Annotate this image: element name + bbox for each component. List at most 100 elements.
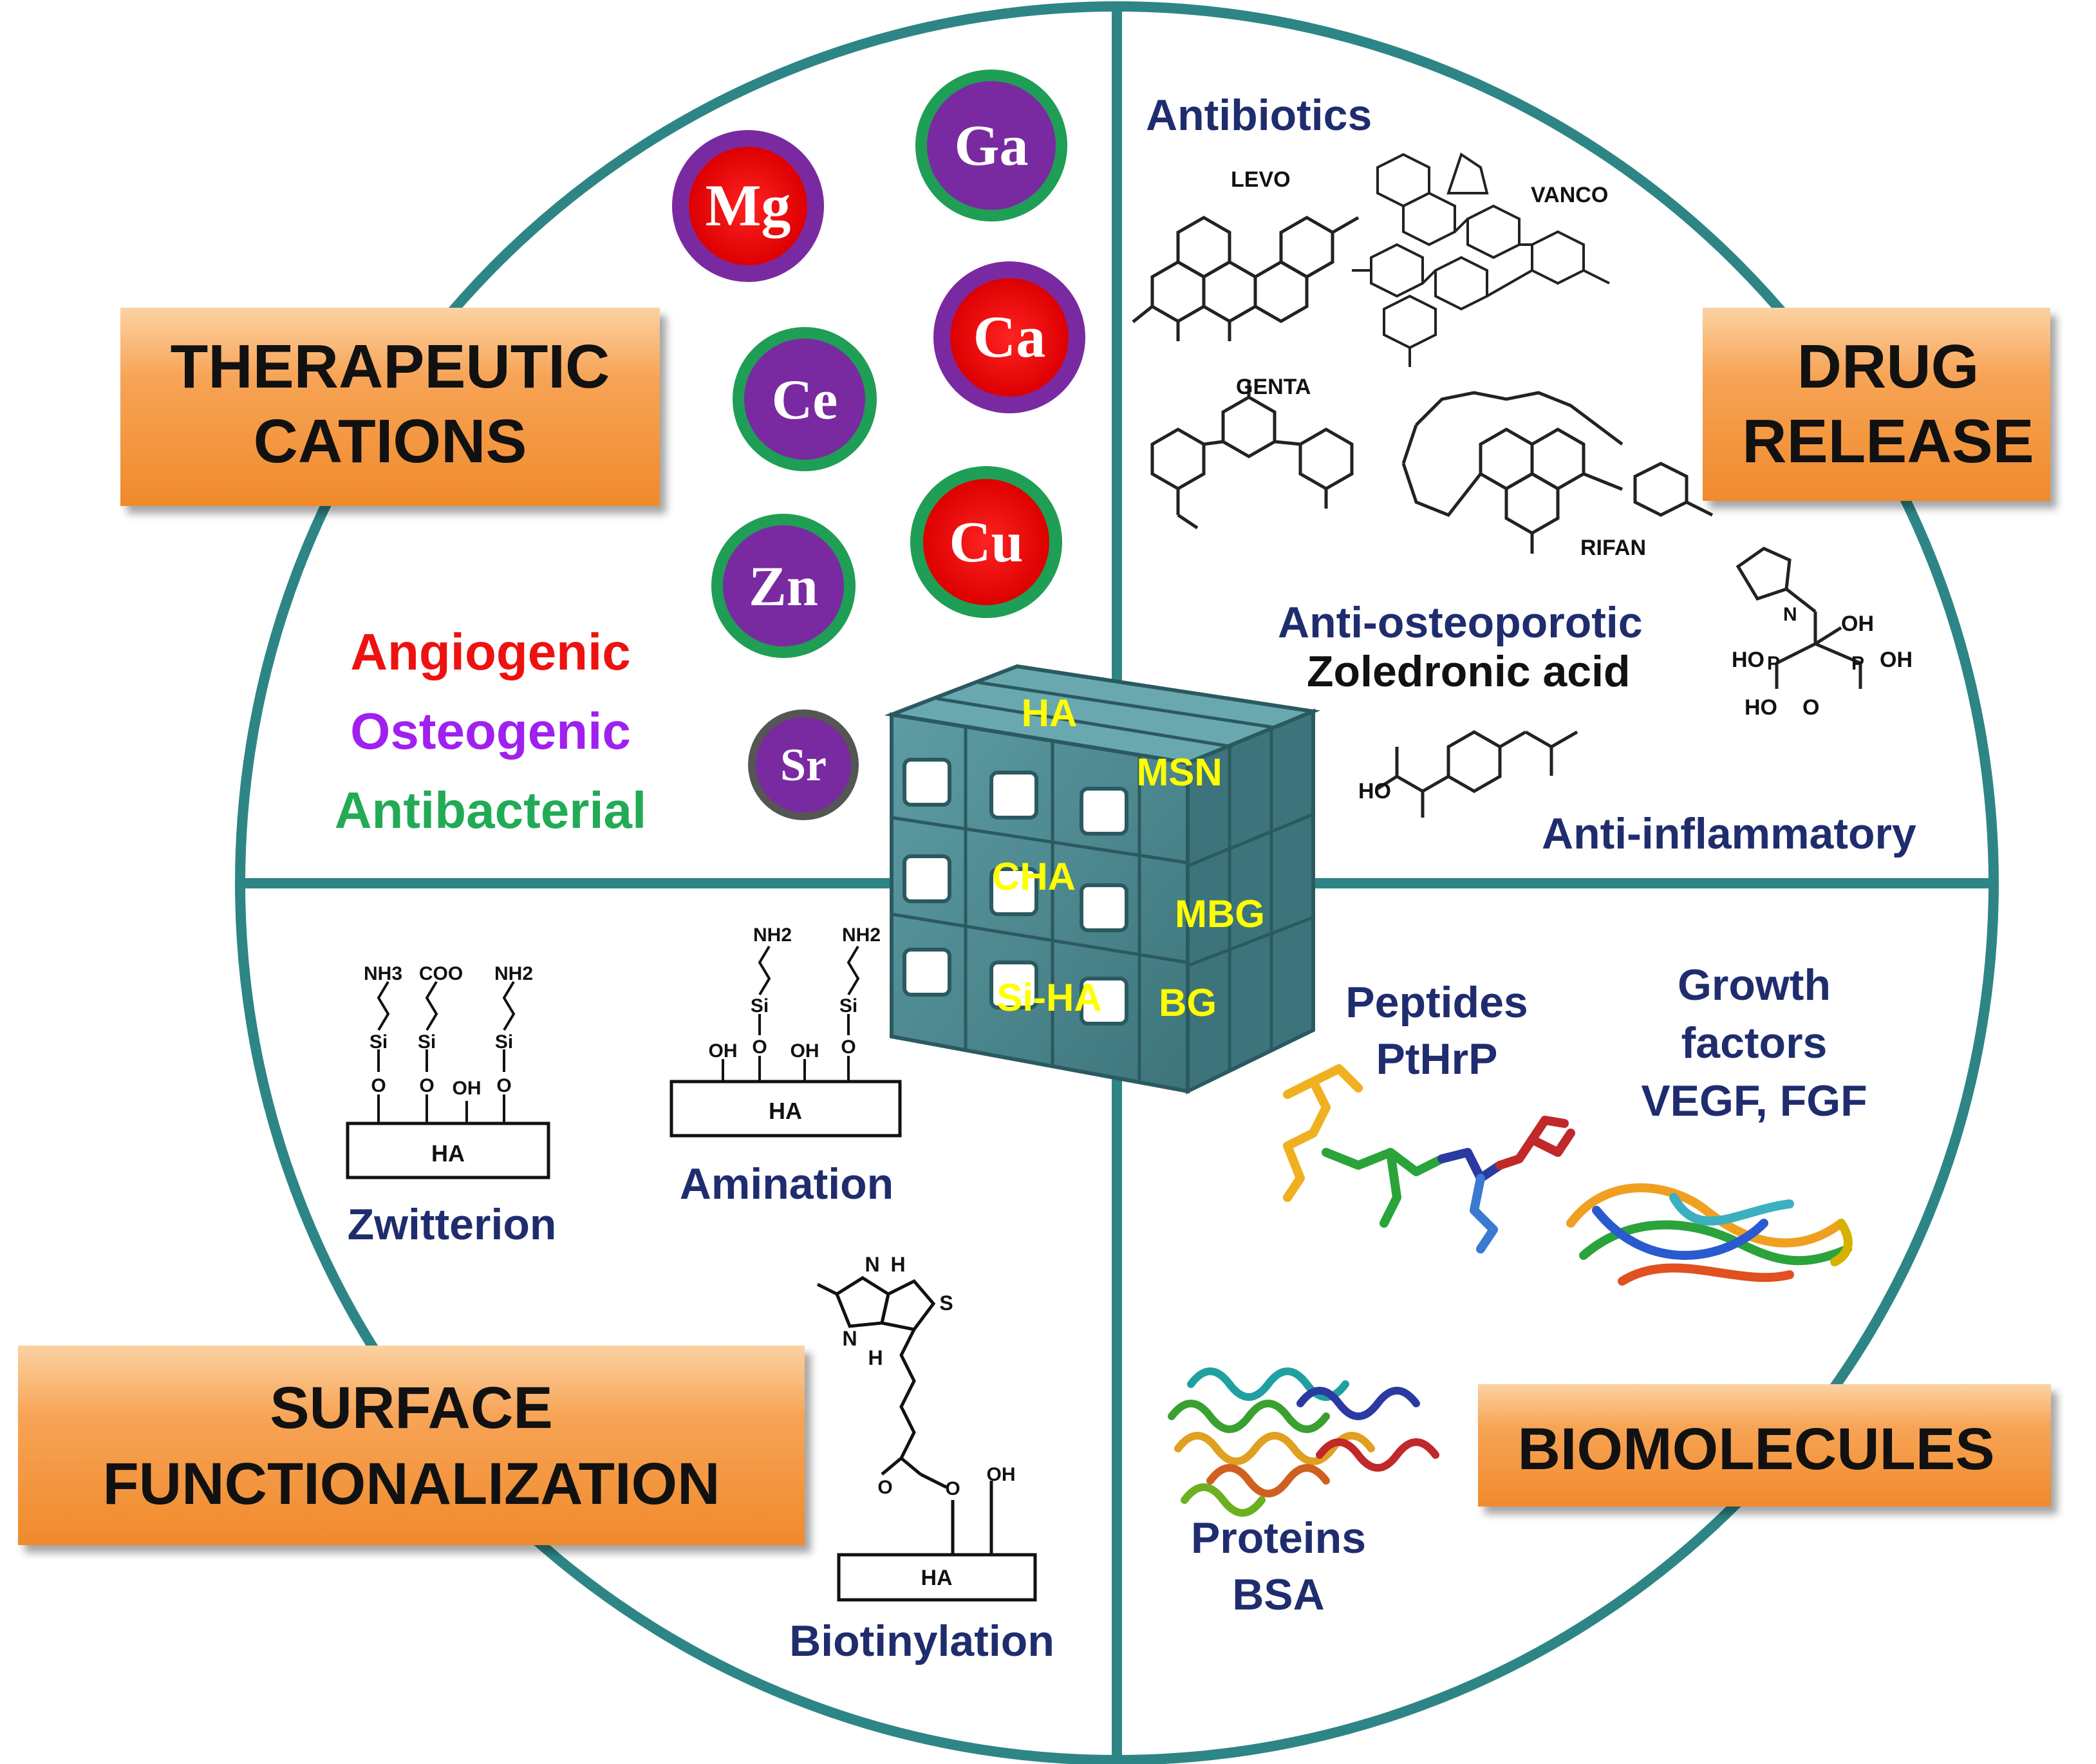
zoledronic-n-label: N <box>1783 604 1797 625</box>
anti-inflammatory-label: Anti-inflammatory <box>1542 809 1916 858</box>
biotin-oh: OH <box>987 1464 1016 1485</box>
biotinylation-label: Biotinylation <box>789 1617 1054 1665</box>
zoledronic-ho-label: HO <box>1732 648 1764 672</box>
cation-cu-label: Cu <box>949 511 1023 574</box>
bsa-label: BSA <box>1232 1570 1325 1619</box>
peptide-model <box>1283 1064 1575 1253</box>
amination-structure: HA OH OH O O Si Si NH2 NH2 <box>669 924 902 1138</box>
zoledronic-acid-structure <box>1736 547 1862 689</box>
proteins-label: Proteins <box>1191 1514 1366 1562</box>
zoledronic-oh2-label: OH <box>1880 648 1913 672</box>
amination-nh2-2: NH2 <box>842 924 881 946</box>
zwitterion-structure: HA O O O OH Si Si Si NH3 COO NH2 <box>346 963 550 1179</box>
zwitterion-si3: Si <box>495 1031 513 1053</box>
rifan-structure <box>1401 391 1714 554</box>
biotin-h1: H <box>890 1253 905 1276</box>
zwitterion-oh: OH <box>453 1078 482 1099</box>
levo-label: LEVO <box>1231 167 1291 192</box>
biotinylation-ha-label: HA <box>921 1566 952 1590</box>
growth-label: Growth <box>1678 961 1831 1009</box>
antibiotics-label: Antibiotics <box>1146 91 1372 140</box>
cation-zn-label: Zn <box>749 556 818 618</box>
biotin-h2: H <box>868 1346 883 1369</box>
ibuprofen-ho-label: HO <box>1358 779 1391 803</box>
cation-sr: Sr <box>748 709 859 820</box>
amination-o1: O <box>752 1037 767 1058</box>
cation-ca: Ca <box>933 261 1085 413</box>
scaffold-cube <box>884 664 1321 1094</box>
growth-factor-ribbon <box>1566 1183 1853 1286</box>
property-angiogenic: Angiogenic <box>350 623 631 680</box>
cation-ce-label: Ce <box>772 369 838 431</box>
biotin-o1: O <box>877 1477 892 1498</box>
zoledronic-p2-label: P <box>1851 653 1864 674</box>
cation-mg: Mg <box>672 130 824 282</box>
cation-zn: Zn <box>711 514 856 658</box>
cube-label-msn: MSN <box>1136 751 1222 794</box>
cation-cu: Cu <box>910 466 1062 618</box>
vegf-fgf-label: VEGF, FGF <box>1641 1076 1867 1125</box>
cation-ce: Ce <box>733 327 877 471</box>
biotin-n2: N <box>842 1327 857 1350</box>
factors-label: factors <box>1681 1018 1828 1067</box>
therapeutic-title-line1: THERAPEUTIC <box>171 332 610 401</box>
cube-label-cha: CHA <box>992 855 1076 898</box>
zwitterion-si2: Si <box>418 1031 436 1053</box>
peptides-label: Peptides <box>1345 978 1528 1027</box>
cube-label-mbg: MBG <box>1175 892 1265 935</box>
drug-release-title-line2: RELEASE <box>1742 407 2034 476</box>
genta-structure <box>1150 380 1354 530</box>
surface-title-line1: SURFACE <box>270 1375 553 1441</box>
therapeutic-cations-box <box>120 308 660 506</box>
amination-label: Amination <box>680 1159 894 1208</box>
cation-ca-label: Ca <box>973 304 1045 370</box>
ibuprofen-structure <box>1376 730 1578 818</box>
drug-release-title-line1: DRUG <box>1797 332 1979 401</box>
biomolecules-title: BIOMOLECULES <box>1517 1416 1994 1482</box>
zwitterion-nh3: NH3 <box>364 963 402 984</box>
genta-label: GENTA <box>1236 375 1311 399</box>
biotin-o2: O <box>945 1478 960 1499</box>
biotinylation-structure: HA N N H H S O O OH <box>816 1253 1037 1602</box>
zoledronic-o-label: O <box>1802 695 1819 720</box>
amination-o2: O <box>841 1037 856 1058</box>
anti-osteoporotic-label: Anti-osteoporotic <box>1278 598 1643 647</box>
cation-sr-label: Sr <box>780 739 827 791</box>
amination-oh1: OH <box>709 1040 738 1062</box>
property-antibacterial: Antibacterial <box>335 782 647 839</box>
amination-oh2: OH <box>791 1040 819 1062</box>
zoledronic-acid-label: Zoledronic acid <box>1307 647 1631 696</box>
cube-label-bg: BG <box>1159 981 1217 1024</box>
bsa-protein-ribbon <box>1168 1367 1439 1517</box>
surface-functionalization-box <box>18 1346 805 1545</box>
cation-mg-label: Mg <box>706 173 791 238</box>
pthrp-label: PtHrP <box>1376 1035 1498 1084</box>
zoledronic-oh-label: OH <box>1841 612 1874 636</box>
therapeutic-title-line2: CATIONS <box>254 407 527 476</box>
zwitterion-nh2: NH2 <box>494 963 533 984</box>
zwitterion-coo: COO <box>419 963 463 984</box>
amination-si1: Si <box>751 995 769 1017</box>
cation-ga: Ga <box>915 70 1067 221</box>
amination-si2: Si <box>839 995 857 1017</box>
cation-ga-label: Ga <box>954 114 1028 178</box>
zwitterion-si1: Si <box>370 1031 388 1053</box>
amination-nh2-1: NH2 <box>753 924 792 946</box>
zwitterion-o1: O <box>371 1075 386 1096</box>
zwitterion-o3: O <box>496 1075 511 1096</box>
rifan-label: RIFAN <box>1580 536 1646 560</box>
drug-release-box <box>1703 308 2050 501</box>
zoledronic-p1-label: P <box>1767 653 1780 674</box>
zwitterion-o2: O <box>419 1075 434 1096</box>
zwitterion-label: Zwitterion <box>348 1200 557 1249</box>
cube-label-ha: HA <box>1022 691 1078 735</box>
zwitterion-ha-label: HA <box>431 1140 465 1167</box>
biotin-s: S <box>939 1291 953 1315</box>
surface-title-line2: FUNCTIONALIZATION <box>102 1451 720 1517</box>
zoledronic-ho2-label: HO <box>1745 695 1777 720</box>
biotin-n1: N <box>865 1253 879 1276</box>
property-osteogenic: Osteogenic <box>350 702 631 760</box>
biomolecules-box <box>1478 1384 2051 1506</box>
vanco-label: VANCO <box>1531 183 1608 207</box>
